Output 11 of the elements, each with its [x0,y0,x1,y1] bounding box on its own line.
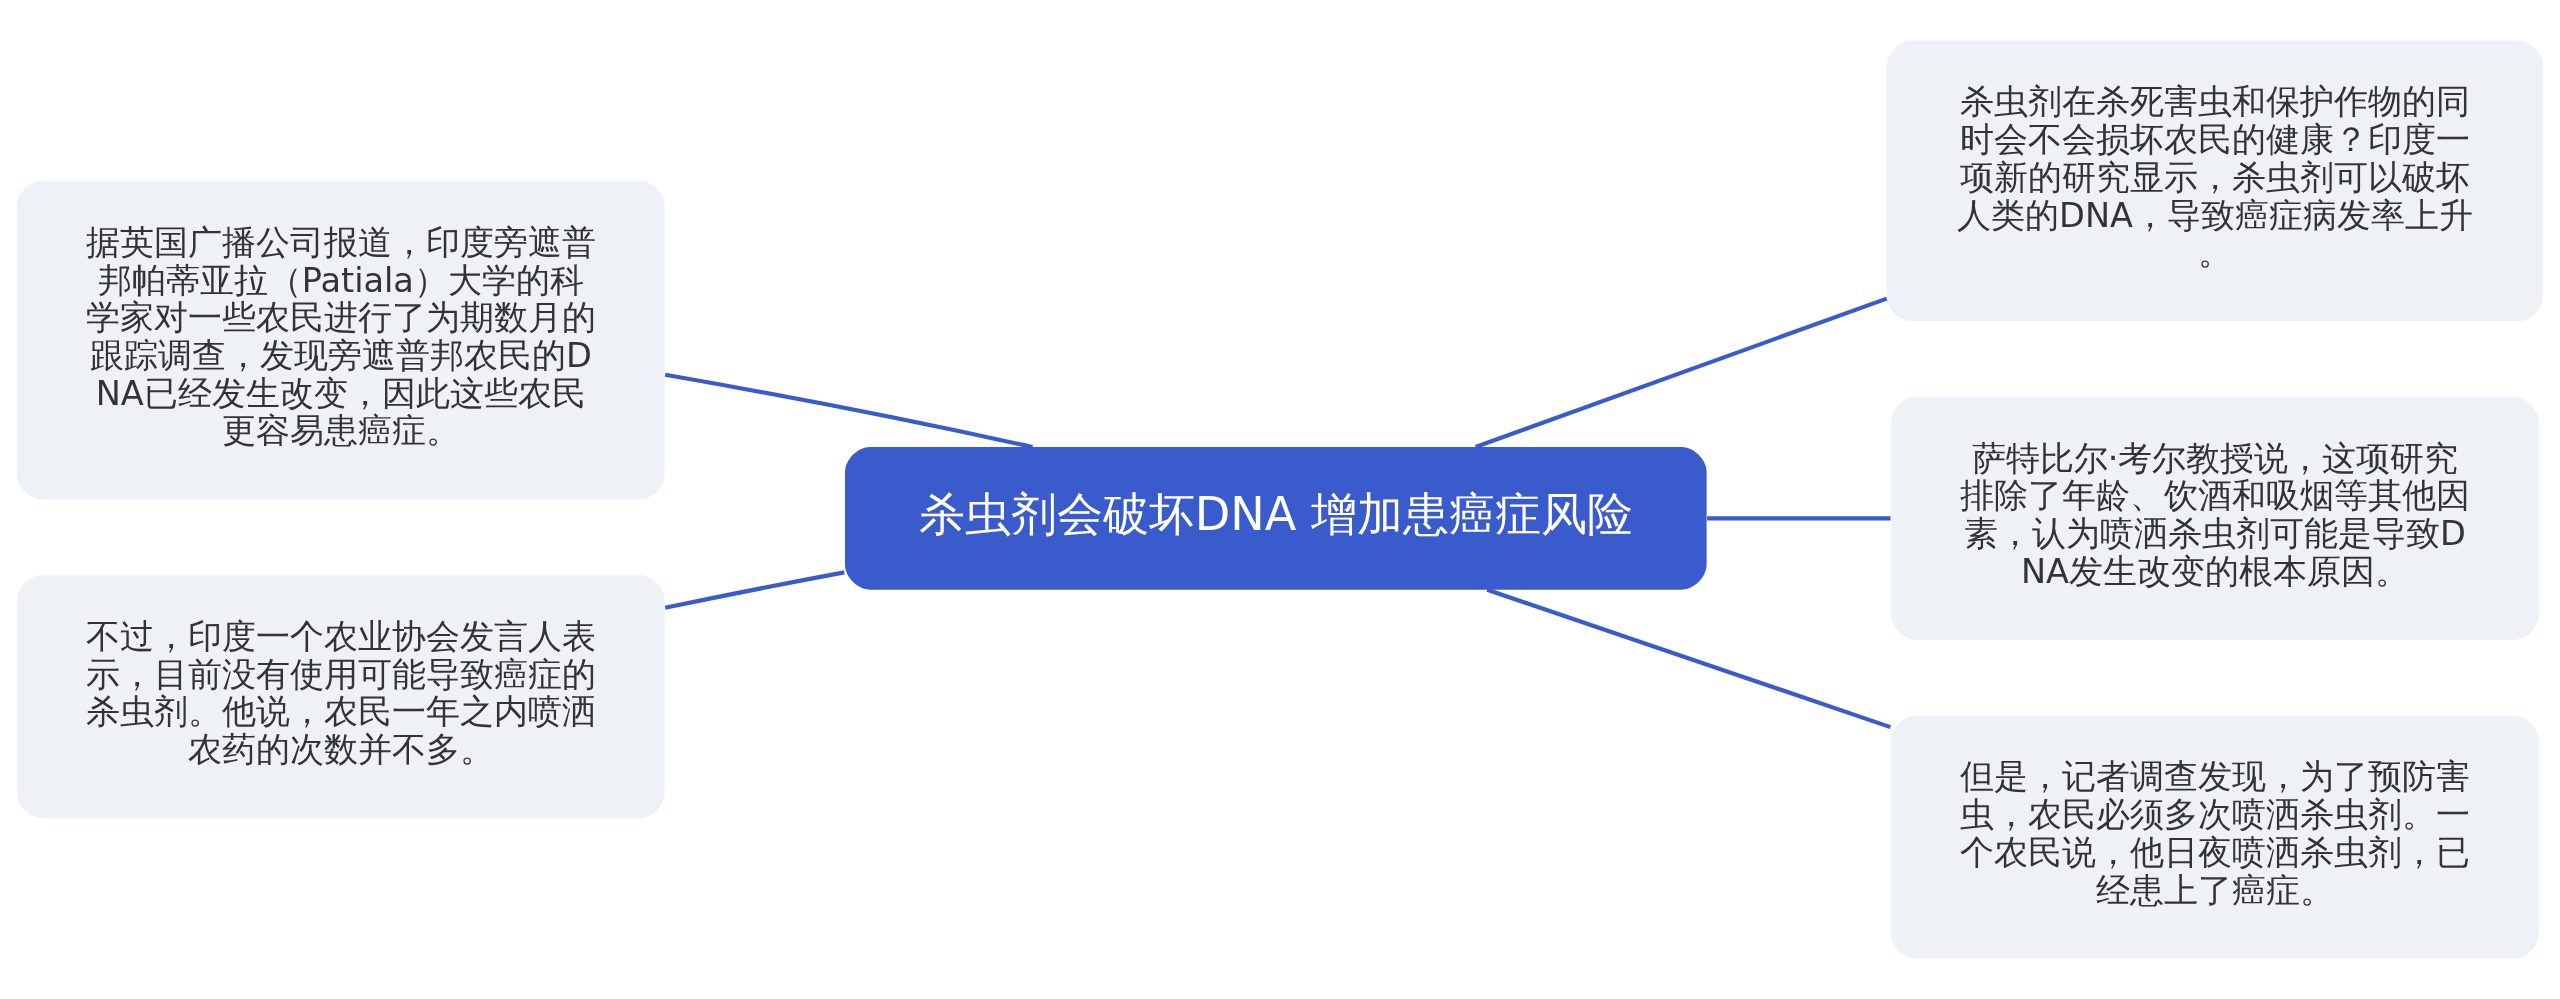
node-box: 但是，记者调查发现，为了预防害虫，农民必须多次喷洒杀虫剂。一个农民说，他日夜喷洒杀虫剂，已经患上了癌症。 [1891,715,2539,959]
connector [1707,516,1891,521]
node-box: 不过，印度一个农业协会发言人表示，目前没有使用可能导致癌症的杀虫剂。他说，农民一年之内喷洒农药的次数并不多。 [16,574,665,819]
node-box: 杀虫剂会破坏DNA 增加患癌症风险 [845,447,1707,590]
node-box: 萨特比尔·考尔教授说，这项研究排除了年龄、饮酒和吸烟等其他因素，认为喷洒杀虫剂可能是导致DNA发生改变的根本原因。 [1891,396,2539,640]
connector [664,372,1033,450]
connector [664,570,845,610]
connector [1474,296,1888,449]
connector [1486,587,1892,730]
node-box: 杀虫剂在杀死害虫和保护作物的同时会不会损坏农民的健康？印度一项新的研究显示，杀虫剂可以破坏人类的DNA，导致癌症病发率上升。 [1886,40,2544,322]
node-box: 据英国广播公司报道，印度旁遮普邦帕蒂亚拉（Patiala）大学的科学家对一些农民进行了为期数月的跟踪调查，发现旁遮普邦农民的DNA已经发生改变，因此这些农民更容易患癌症。 [16,180,665,500]
